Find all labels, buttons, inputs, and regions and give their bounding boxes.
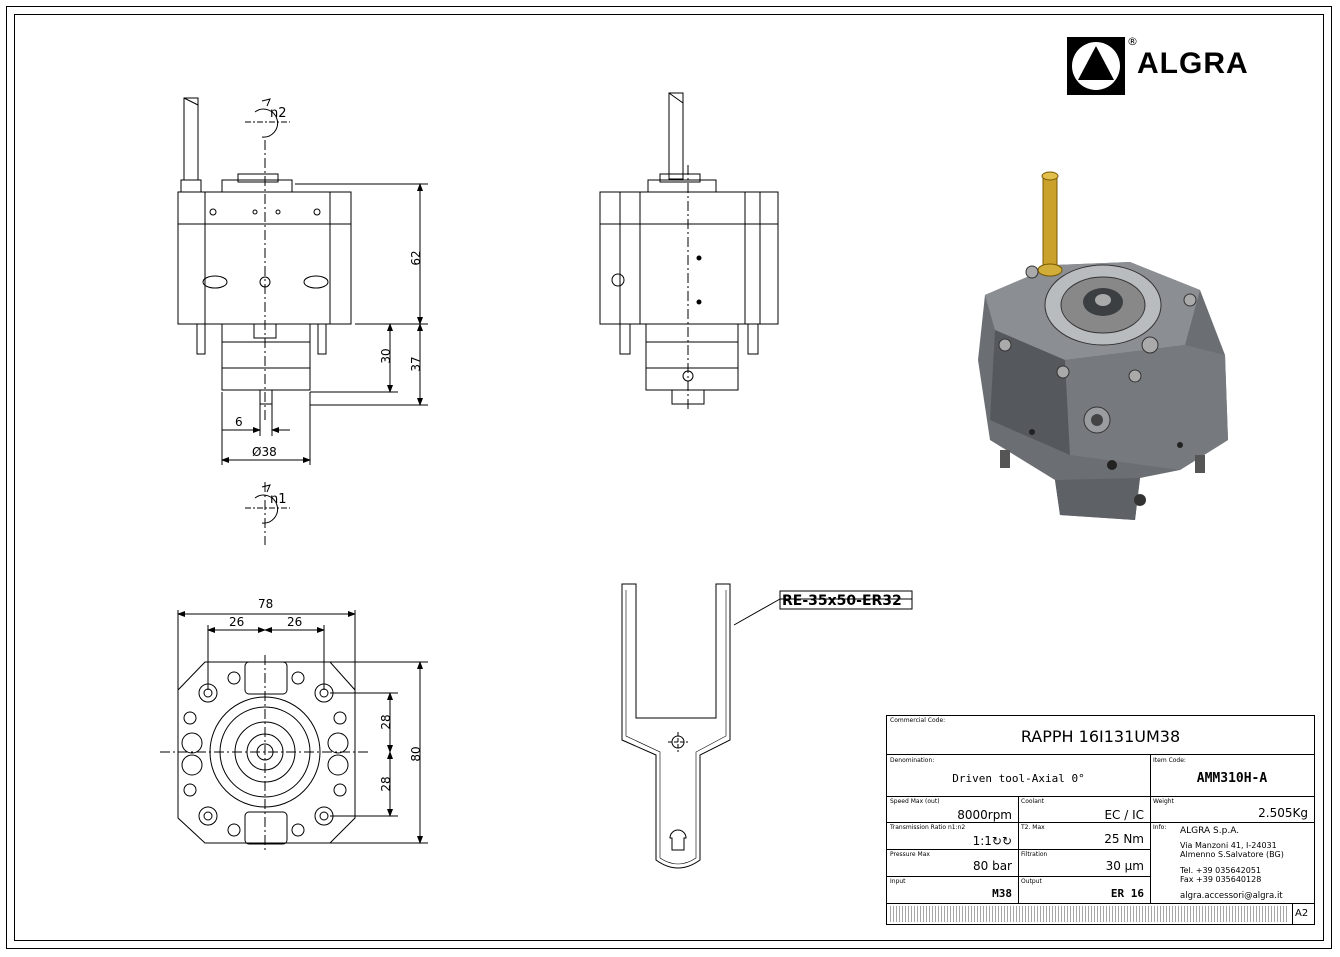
tb-rule — [887, 754, 1314, 755]
address-line-2: Almenno S.Salvatore (BG) — [1180, 850, 1284, 859]
tb-rule — [1150, 754, 1151, 903]
logo-triangle-icon — [1067, 37, 1125, 95]
weight-label: Weight — [1153, 798, 1174, 805]
weight: 2.505Kg — [1258, 806, 1308, 820]
output-label: Output — [1021, 878, 1042, 885]
isometric-render — [978, 171, 1228, 520]
output: ER 16 — [1110, 887, 1144, 900]
company-name: ALGRA S.p.A. — [1180, 826, 1240, 836]
filtration-label: Filtration — [1021, 851, 1048, 858]
info-label: Info: — [1153, 824, 1167, 831]
item-code: AMM310H-A — [1196, 771, 1268, 786]
side-view — [599, 92, 779, 410]
tb-rule — [1150, 822, 1314, 823]
address-line-1: Via Manzoni 41, I-24031 — [1180, 841, 1277, 850]
top-view — [160, 610, 428, 850]
item-code-label: Item Code: — [1153, 757, 1186, 764]
wrench-label: RE-35x50-ER32 — [782, 593, 902, 609]
torque-label: T2. Max — [1021, 824, 1045, 831]
torque: 25 Nm — [1104, 832, 1144, 846]
input: M38 — [992, 887, 1012, 900]
registered-mark: ® — [1127, 35, 1138, 48]
dim-6: 6 — [235, 415, 243, 429]
tb-rule — [887, 796, 1314, 797]
dim-28-lower: 28 — [379, 776, 393, 791]
rotation-n2-label: n2 — [270, 106, 287, 121]
dim-37: 37 — [409, 356, 423, 371]
sheet-size: A2 — [1295, 908, 1309, 919]
tb-rule — [1292, 903, 1293, 924]
algra-logo: ® ALGRA — [1067, 35, 1307, 97]
input-label: Input — [890, 878, 906, 885]
tb-rule — [887, 903, 1314, 904]
pressure: 80 bar — [973, 859, 1012, 873]
speed-label: Speed Max (out) — [890, 798, 940, 805]
dim-26-right: 26 — [287, 615, 302, 629]
dim-26-left: 26 — [229, 615, 244, 629]
title-block: Commercial Code: RAPPH 16I131UM38 Denomi… — [886, 715, 1315, 925]
denomination-label: Denomination: — [890, 757, 935, 764]
dim-38: Ø38 — [252, 445, 277, 459]
brand-name: ALGRA — [1137, 47, 1249, 80]
commercial-code-label: Commercial Code: — [890, 717, 946, 724]
commercial-code: RAPPH 16I131UM38 — [1020, 727, 1181, 746]
ratio: 1:1↻↻ — [972, 834, 1012, 848]
drawing-border-outer — [6, 6, 1332, 949]
coolant-label: Coolant — [1021, 798, 1045, 805]
dim-28-upper: 28 — [379, 714, 393, 729]
fine-print-disclaimer — [890, 906, 1288, 922]
rotation-n1-label: n1 — [270, 492, 287, 507]
wrench-drawing — [621, 583, 913, 869]
filtration: 30 μm — [1105, 859, 1144, 873]
dim-62: 62 — [409, 250, 423, 265]
speed: 8000rpm — [957, 808, 1012, 822]
coolant: EC / IC — [1104, 808, 1144, 822]
tb-rule — [1018, 796, 1019, 903]
denomination: Driven tool-Axial 0° — [952, 772, 1085, 785]
dim-80: 80 — [409, 746, 423, 761]
email: algra.accessori@algra.it — [1180, 891, 1283, 901]
drawing-border-inner — [14, 14, 1324, 941]
front-view — [177, 97, 428, 545]
phone: Tel. +39 035642051 — [1180, 866, 1261, 875]
fax: Fax +39 035640128 — [1180, 875, 1262, 884]
ratio-label: Transmission Ratio n1:n2 — [890, 824, 966, 831]
dim-30: 30 — [379, 348, 393, 363]
dim-78: 78 — [258, 597, 273, 611]
pressure-label: Pressure Max — [890, 851, 930, 858]
